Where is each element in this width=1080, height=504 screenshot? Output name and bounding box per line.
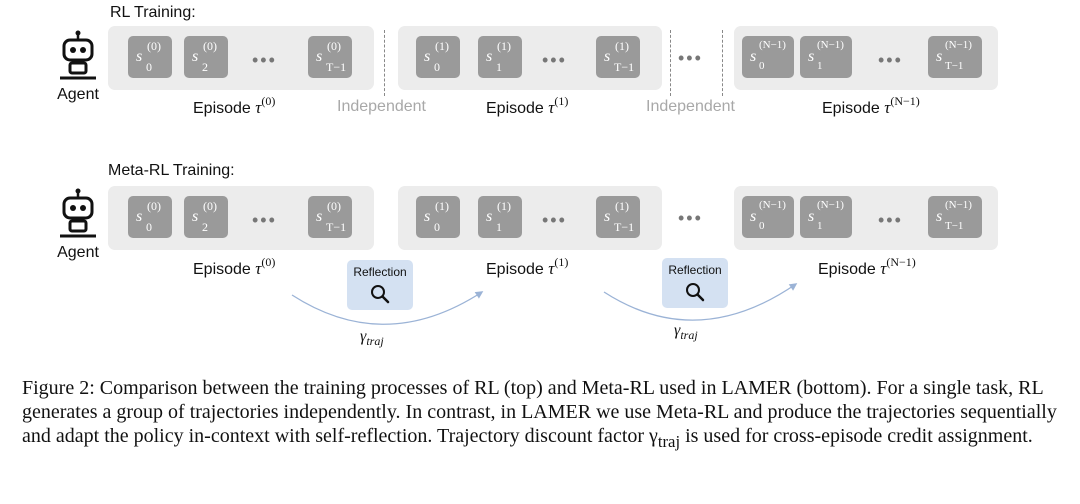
meta-episode-n-box: s(N−1)0 s(N−1)1 ••• s(N−1)T−1 (734, 186, 998, 250)
state-tile: s(N−1)T−1 (928, 196, 982, 238)
reflection-label: Reflection (353, 265, 407, 279)
meta-episode-n-label: Episode τ(N−1) (818, 255, 916, 278)
state-tile: s(N−1)0 (742, 36, 794, 78)
ellipsis: ••• (678, 208, 703, 228)
reflection-label: Reflection (668, 263, 722, 277)
robot-icon (60, 30, 96, 80)
ellipsis: ••• (878, 50, 903, 70)
state-tile: s(0)T−1 (308, 196, 352, 238)
meta-agent: Agent (48, 188, 108, 262)
state-tile: s(1)1 (478, 196, 522, 238)
state-tile: s(N−1)1 (800, 36, 852, 78)
rl-agent: Agent (48, 30, 108, 104)
rl-episode-n-box: s(N−1)0 s(N−1)1 ••• s(N−1)T−1 (734, 26, 998, 90)
gamma-traj-label-2: γtraj (674, 322, 698, 343)
rl-episode-1-box: s(1)0 s(1)1 ••• s(1)T−1 (398, 26, 662, 90)
robot-icon (60, 188, 96, 238)
state-tile: s(1)1 (478, 36, 522, 78)
state-tile: s(0)T−1 (308, 36, 352, 78)
ellipsis: ••• (252, 210, 277, 230)
rl-agent-label: Agent (57, 86, 99, 103)
magnifier-icon (686, 283, 705, 302)
rl-episode-n-label: Episode τ(N−1) (822, 94, 920, 117)
rl-independent-label-1: Independent (337, 98, 426, 115)
reflection-box-1: Reflection (347, 260, 413, 310)
gamma-traj-label-1: γtraj (360, 328, 384, 349)
state-tile: s(0)2 (184, 196, 228, 238)
meta-episode-1-box: s(1)0 s(1)1 ••• s(1)T−1 (398, 186, 662, 250)
rl-episode-1-label: Episode τ(1) (486, 94, 569, 117)
state-tile: s(0)0 (128, 36, 172, 78)
ellipsis: ••• (878, 210, 903, 230)
rl-independent-label-2: Independent (646, 98, 735, 115)
meta-agent-label: Agent (57, 244, 99, 261)
meta-episode-0-label: Episode τ(0) (193, 255, 276, 278)
state-tile: s(0)0 (128, 196, 172, 238)
state-tile: s(N−1)T−1 (928, 36, 982, 78)
ellipsis: ••• (542, 210, 567, 230)
state-tile: s(N−1)0 (742, 196, 794, 238)
state-tile: s(1)T−1 (596, 36, 640, 78)
ellipsis: ••• (542, 50, 567, 70)
state-tile: s(0)2 (184, 36, 228, 78)
meta-section-title: Meta-RL Training: (108, 162, 235, 179)
state-tile: s(1)0 (416, 36, 460, 78)
rl-episode-0-label: Episode τ(0) (193, 94, 276, 117)
rl-section-title: RL Training: (110, 4, 196, 21)
ellipsis: ••• (678, 48, 703, 68)
rl-separator-3 (722, 30, 723, 96)
state-tile: s(1)0 (416, 196, 460, 238)
reflection-box-2: Reflection (662, 258, 728, 308)
rl-separator-1 (384, 30, 385, 96)
ellipsis: ••• (252, 50, 277, 70)
magnifier-icon (371, 285, 390, 304)
meta-episode-1-label: Episode τ(1) (486, 255, 569, 278)
reflection-arc-2 (603, 283, 798, 321)
meta-episode-0-box: s(0)0 s(0)2 ••• s(0)T−1 (108, 186, 374, 250)
figure-caption: Figure 2: Comparison between the trainin… (22, 377, 1057, 451)
state-tile: s(N−1)1 (800, 196, 852, 238)
rl-separator-2 (670, 30, 671, 96)
rl-episode-0-box: s(0)0 s(0)2 ••• s(0)T−1 (108, 26, 374, 90)
reflection-arc-1 (291, 291, 484, 325)
state-tile: s(1)T−1 (596, 196, 640, 238)
